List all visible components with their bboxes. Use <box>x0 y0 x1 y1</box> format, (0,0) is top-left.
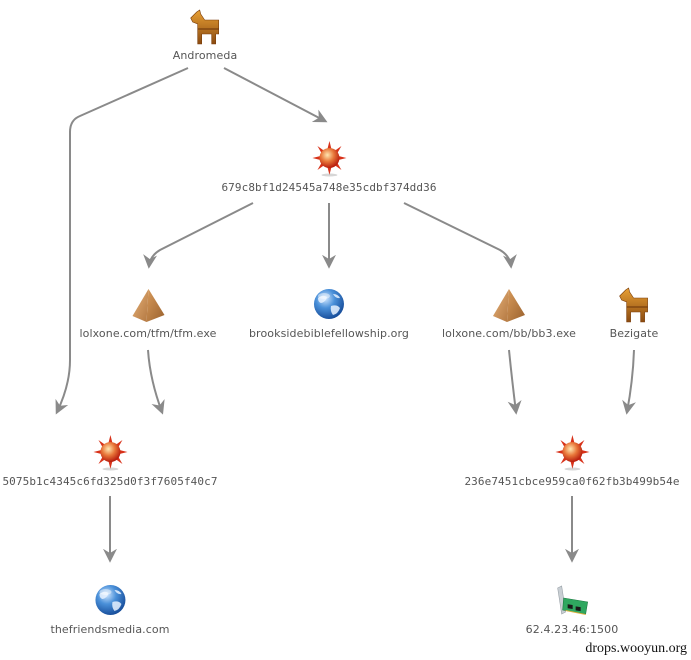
edge-bezigate-hash3 <box>622 349 636 415</box>
node-hash-236e7451[interactable]: 236e7451cbce959ca0f62fb3b499b54e <box>464 434 679 488</box>
malware-virus-icon <box>312 141 346 177</box>
watermark: drops.wooyun.org <box>585 641 687 656</box>
edge-bb3-hash3 <box>507 349 522 415</box>
network-card-icon <box>557 585 589 615</box>
edge-andromeda-hash2 <box>55 67 189 415</box>
node-label: 236e7451cbce959ca0f62fb3b499b54e <box>464 475 680 488</box>
malware-virus-icon <box>555 435 589 471</box>
globe-icon <box>313 289 344 319</box>
node-label: 679c8bf1d24545a748e35cdbf374dd36 <box>221 181 437 194</box>
node-label: 62.4.23.46:1500 <box>525 623 619 636</box>
node-label: thefriendsmedia.com <box>50 623 170 636</box>
edge-hash1-bb3 <box>403 202 517 269</box>
node-ip[interactable]: 62.4.23.46:1500 <box>526 582 619 636</box>
node-domain-friends[interactable]: thefriendsmedia.com <box>50 582 169 636</box>
node-domain-brookside[interactable]: brooksidebiblefellowship.org <box>249 286 409 340</box>
edge-tfm-hash2 <box>147 349 165 415</box>
node-label: lolxone.com/bb/bb3.exe <box>441 327 577 340</box>
node-label: Bezigate <box>609 327 659 340</box>
edge-hash1-tfm <box>143 202 254 269</box>
trojan-horse-icon <box>619 287 649 323</box>
edges-layer <box>55 67 636 563</box>
node-label: brooksidebiblefellowship.org <box>248 327 410 340</box>
malware-virus-icon <box>93 435 127 471</box>
node-label: 5075b1c4345c6fd325d0f3f7605f40c7 <box>2 475 218 488</box>
node-andromeda[interactable]: Andromeda <box>173 8 238 62</box>
trojan-horse-icon <box>190 9 220 45</box>
globe-icon <box>94 585 125 615</box>
node-hash-679c8bf1[interactable]: 679c8bf1d24545a748e35cdbf374dd36 <box>221 140 436 194</box>
pyramid-file-icon <box>493 289 525 322</box>
node-hash-5075b1c4[interactable]: 5075b1c4345c6fd325d0f3f7605f40c7 <box>2 434 217 488</box>
node-bezigate[interactable]: Bezigate <box>610 286 659 340</box>
node-label: lolxone.com/tfm/tfm.exe <box>79 327 217 340</box>
node-label: Andromeda <box>172 49 238 62</box>
node-file-bb3[interactable]: lolxone.com/bb/bb3.exe <box>442 286 576 340</box>
edge-andromeda-hash1 <box>223 67 328 123</box>
pyramid-file-icon <box>132 289 164 322</box>
node-file-tfm[interactable]: lolxone.com/tfm/tfm.exe <box>80 286 217 340</box>
